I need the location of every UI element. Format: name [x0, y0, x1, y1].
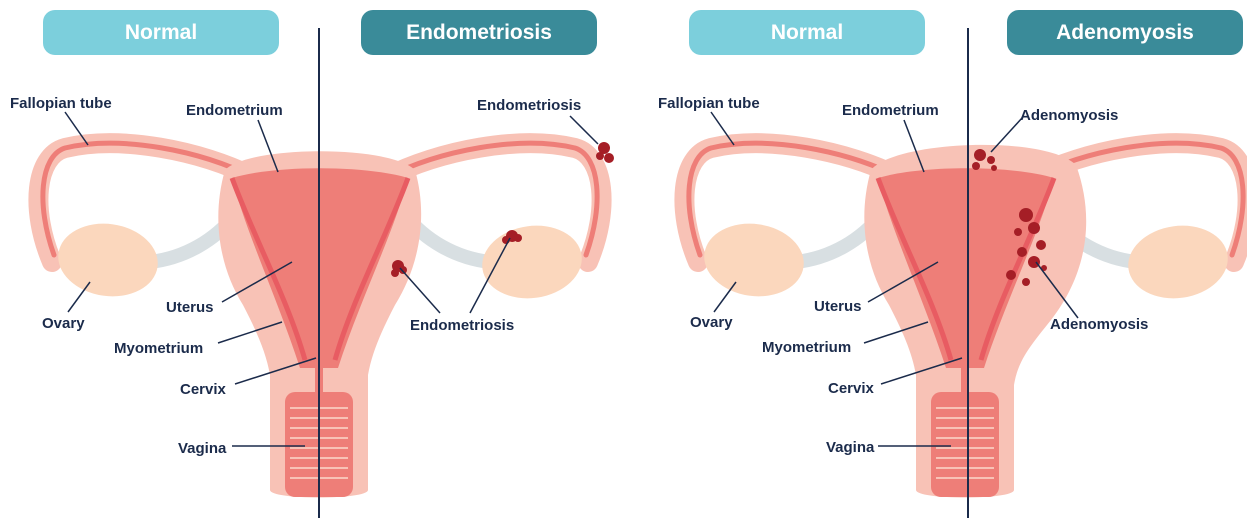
tab-normal: Normal — [43, 10, 279, 55]
label-vagina: Vagina — [826, 439, 874, 456]
tab-normal: Normal — [689, 10, 925, 55]
label-uterus: Uterus — [814, 298, 862, 315]
ovary-left — [699, 217, 808, 302]
label-ovary: Ovary — [690, 314, 733, 331]
ovary-left — [53, 217, 162, 302]
ovary-right — [477, 219, 586, 304]
label-adenomyosis-bottom: Adenomyosis — [1050, 316, 1148, 333]
uterus-endometriosis-illustration — [0, 0, 620, 518]
label-myometrium: Myometrium — [114, 340, 203, 357]
label-fallopian-tube: Fallopian tube — [10, 95, 112, 112]
label-fallopian-tube: Fallopian tube — [658, 95, 760, 112]
label-endometriosis-bottom: Endometriosis — [410, 317, 514, 334]
label-endometrium: Endometrium — [186, 102, 283, 119]
adenomyosis-panel: Normal Adenomyosis Fallopian tube Endome… — [646, 0, 1247, 518]
endometriosis-panel: Normal Endometriosis Fallopian tube Endo… — [0, 0, 620, 518]
label-vagina: Vagina — [178, 440, 226, 457]
label-endometrium: Endometrium — [842, 102, 939, 119]
label-cervix: Cervix — [828, 380, 874, 397]
ovary-right — [1123, 219, 1232, 304]
tab-endometriosis: Endometriosis — [361, 10, 597, 55]
label-uterus: Uterus — [166, 299, 214, 316]
label-myometrium: Myometrium — [762, 339, 851, 356]
label-ovary: Ovary — [42, 315, 85, 332]
label-endometriosis-top: Endometriosis — [477, 97, 581, 114]
label-cervix: Cervix — [180, 381, 226, 398]
tab-adenomyosis: Adenomyosis — [1007, 10, 1243, 55]
label-adenomyosis-top: Adenomyosis — [1020, 107, 1118, 124]
uterus-adenomyosis-illustration — [646, 0, 1247, 518]
